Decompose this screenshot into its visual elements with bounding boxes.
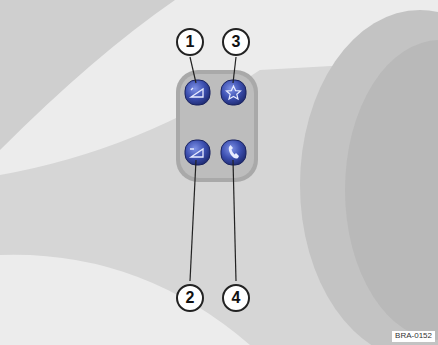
- leader-line: [190, 57, 196, 83]
- callout-circle: 4: [222, 284, 250, 312]
- phone-icon: [229, 145, 239, 159]
- favourite-button: [221, 80, 246, 105]
- leader-line: [190, 160, 196, 281]
- volume-down-button: [185, 140, 210, 165]
- callout-circle: 3: [222, 28, 250, 56]
- leader-lines: [190, 57, 236, 281]
- wheel-rim: [0, 0, 175, 150]
- leader-line: [233, 160, 236, 281]
- figure-code: BRA-0152: [392, 331, 435, 342]
- callout-number: 4: [232, 290, 241, 306]
- button-panel: [176, 70, 258, 182]
- hub-cover: [345, 40, 438, 340]
- button-panel-face: [180, 74, 254, 178]
- leader-line: [233, 57, 236, 83]
- wheel-hub: [300, 10, 438, 345]
- volume-down-icon: [190, 149, 203, 157]
- callout-circle: 2: [176, 284, 204, 312]
- callout-number: 3: [232, 34, 241, 50]
- callout-number: 1: [186, 34, 195, 50]
- star-icon: [227, 86, 241, 99]
- callout-number: 2: [186, 290, 195, 306]
- callout-circle: 1: [176, 28, 204, 56]
- buttons: [185, 80, 246, 165]
- volume-up-icon: [191, 88, 203, 97]
- volume-up-button: [185, 80, 210, 105]
